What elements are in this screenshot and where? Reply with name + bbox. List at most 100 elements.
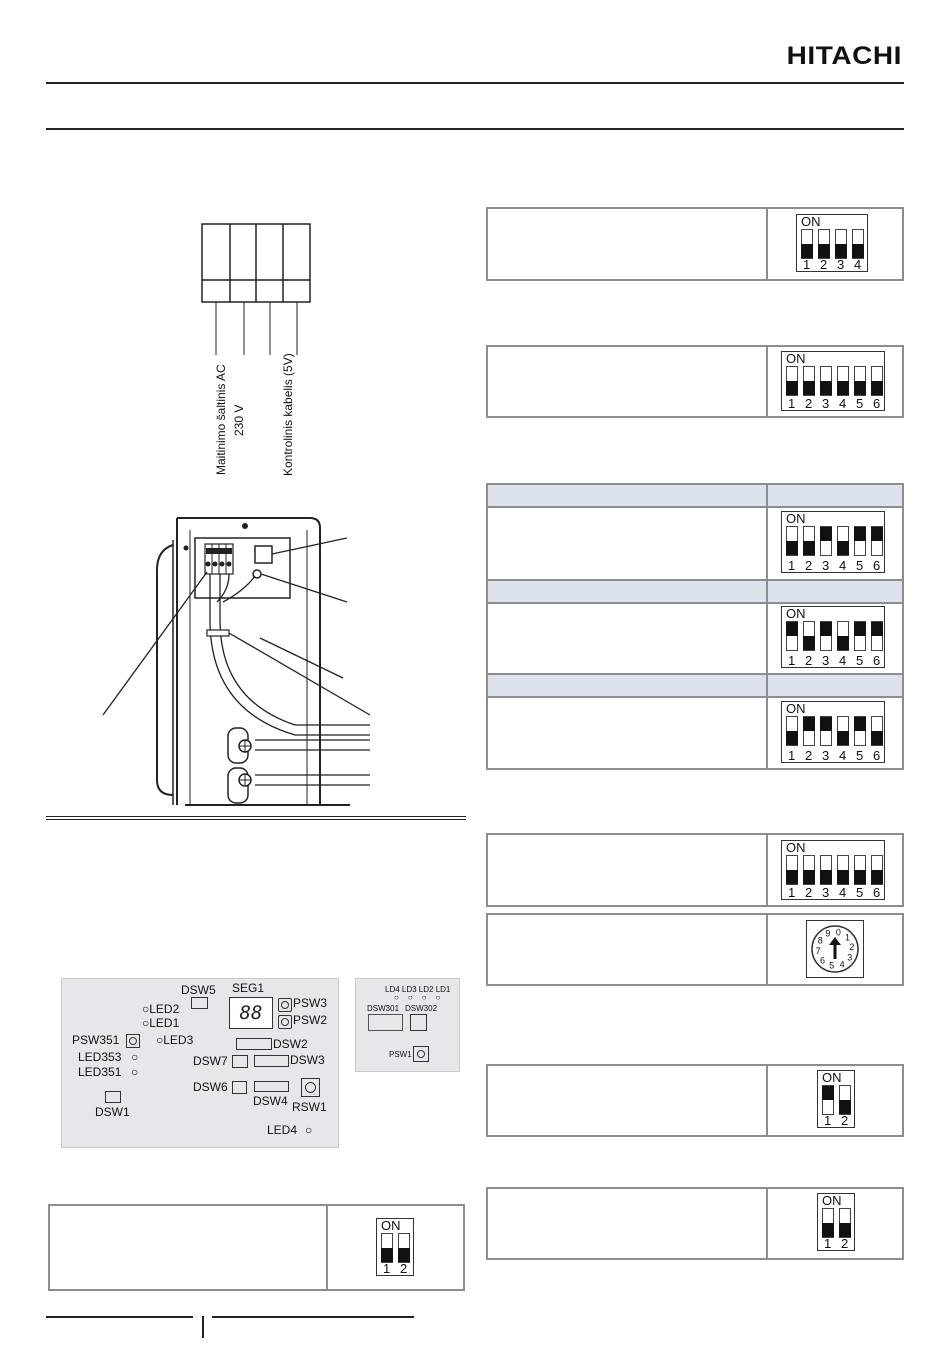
dip-number: 6: [873, 748, 881, 763]
dip-toggle: [820, 716, 832, 746]
pcb-small-led-dots: ○○○○: [394, 993, 450, 1002]
footer-rule-right: [212, 1316, 414, 1318]
dip-toggle: [786, 621, 798, 651]
dip-on-label: ON: [786, 351, 806, 366]
dip-toggle: [871, 716, 883, 746]
psw3-button: [278, 998, 292, 1012]
dip-toggle: [837, 855, 849, 885]
dsw302-switch: [410, 1014, 427, 1031]
dip-number: 1: [788, 748, 796, 763]
dip-on-label: ON: [822, 1193, 842, 1208]
dip-toggle: [854, 716, 866, 746]
dip-number: 4: [839, 396, 847, 411]
led351-label: LED351: [78, 1065, 122, 1079]
dip-toggle: [839, 1208, 851, 1238]
dip-number: 1: [788, 885, 796, 900]
led2-label: ○LED2: [142, 1002, 180, 1016]
dip-toggle: [803, 526, 815, 556]
dip-toggle: [837, 716, 849, 746]
dip-number: 5: [856, 396, 864, 411]
dip-toggle: [818, 229, 830, 259]
rotary-digit: 0: [836, 927, 841, 937]
dsw4-switch: [254, 1081, 289, 1092]
rotary-digit: 9: [825, 929, 830, 939]
dip-toggle: [854, 366, 866, 396]
dip-number: 1: [788, 653, 796, 668]
dip-toggle: [803, 716, 815, 746]
dip-toggle: [871, 855, 883, 885]
dip-toggle: [854, 855, 866, 885]
dip-number: 3: [822, 396, 830, 411]
dip-toggle: [871, 366, 883, 396]
dsw6-switch: [232, 1081, 247, 1094]
pcb-main-board: [61, 978, 339, 1148]
dip-number: 1: [383, 1261, 391, 1276]
dip-toggle: [871, 621, 883, 651]
dip-toggle: [398, 1233, 410, 1263]
dip-number: 1: [803, 257, 811, 272]
dip-number: 5: [856, 653, 864, 668]
dsw3-label: DSW3: [290, 1053, 325, 1067]
dip-toggle: [837, 621, 849, 651]
outdoor-unit-illustration: [102, 517, 371, 806]
seg1-label: SEG1: [232, 981, 265, 995]
dip-number: 6: [873, 396, 881, 411]
dip-number: 4: [839, 748, 847, 763]
dip-on-label: ON: [822, 1070, 842, 1085]
psw2-button: [278, 1015, 292, 1029]
footer-rule-left: [46, 1316, 193, 1318]
psw351-label: PSW351: [72, 1033, 120, 1047]
dip-number: 6: [873, 653, 881, 668]
rotary-digit: 4: [840, 960, 845, 970]
dsw6-label: DSW6: [193, 1080, 228, 1094]
dsw301-label: DSW301: [367, 1004, 400, 1013]
dsw5-label: DSW5: [181, 983, 216, 997]
dip-number: 1: [788, 396, 796, 411]
left-section-rule-2: [46, 819, 466, 820]
led3-label: ○LED3: [156, 1033, 194, 1047]
dip-number: 4: [854, 257, 862, 272]
dsw302-label: DSW302: [405, 1004, 438, 1013]
dip-number: 4: [839, 885, 847, 900]
dip-on-label: ON: [786, 701, 806, 716]
dip-number: 3: [822, 748, 830, 763]
dip-toggle: [852, 229, 864, 259]
dsw7-label: DSW7: [193, 1054, 228, 1068]
rotary-digit: 3: [847, 952, 852, 962]
rotary-digit: 1: [845, 933, 850, 943]
led4-dot: ○: [305, 1123, 313, 1137]
dsw3-switch: [254, 1055, 289, 1067]
dip-number: 3: [822, 885, 830, 900]
header-rule: [46, 82, 904, 84]
dip-toggle: [803, 621, 815, 651]
dip-toggle: [820, 621, 832, 651]
dip-number: 2: [841, 1113, 849, 1128]
rsw1-switch: [301, 1078, 320, 1097]
dip-toggle: [381, 1233, 393, 1263]
dip-number: 6: [873, 558, 881, 573]
dsw2-label: DSW2: [273, 1037, 308, 1051]
dip-number: 1: [788, 558, 796, 573]
dsw301-switch: [368, 1014, 403, 1031]
dip-toggle: [871, 526, 883, 556]
dip-toggle: [854, 621, 866, 651]
dip-toggle: [822, 1085, 834, 1115]
dip-number: 3: [837, 257, 845, 272]
dip-number: 2: [805, 885, 813, 900]
dip-toggle: [837, 366, 849, 396]
rotary-digit: 8: [818, 936, 823, 946]
pcb-small-leds-label: LD4 LD3 LD2 LD1: [385, 985, 451, 994]
dsw5-switch: [191, 997, 208, 1009]
dip-toggle: [801, 229, 813, 259]
rsw1-label: RSW1: [292, 1100, 327, 1114]
dip-toggle: [786, 366, 798, 396]
dip-on-label: ON: [381, 1218, 401, 1233]
